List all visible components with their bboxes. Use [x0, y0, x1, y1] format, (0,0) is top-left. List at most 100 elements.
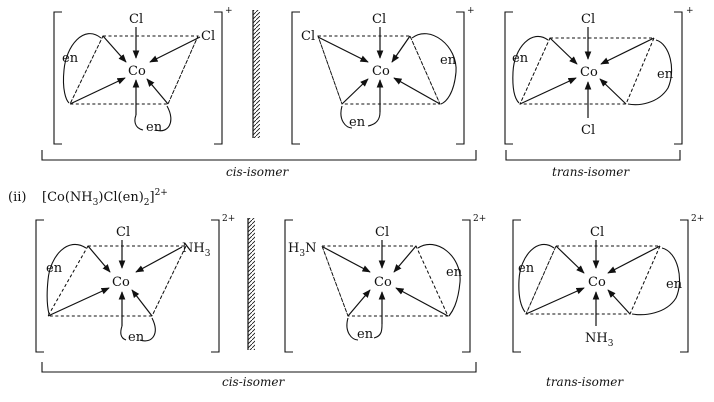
- en-chelate-curve: [120, 325, 127, 341]
- bracket-left: [35, 219, 44, 353]
- bond-arrow: [317, 36, 369, 63]
- caption-cis: cis-isomer: [226, 165, 289, 179]
- charge-label: +: [467, 6, 475, 16]
- ligand-cl: Cl: [201, 29, 215, 44]
- bond-arrow: [102, 35, 127, 63]
- bracket-right: [456, 11, 465, 145]
- bond-arrow: [391, 35, 411, 63]
- ligand-nh3: NH3: [182, 241, 211, 259]
- ligand-en: en: [62, 51, 79, 66]
- bond-arrow: [393, 77, 441, 105]
- row1-cis-structure-b: + Cl Cl Co en en: [291, 6, 475, 145]
- charge-label: +: [686, 6, 694, 16]
- metal-co: Co: [112, 275, 130, 290]
- caption-cis: cis-isomer: [222, 375, 285, 389]
- en-chelate-curve: [155, 105, 172, 132]
- complex-formula: [Co(NH3)Cl(en)2]2+: [42, 188, 168, 208]
- bracket-left: [504, 11, 513, 145]
- bracket-right: [211, 219, 220, 353]
- en-chelate-curve: [134, 114, 144, 131]
- ligand-nh3: NH3: [585, 331, 614, 349]
- bracket-left: [53, 11, 62, 145]
- row2-cis-structure-b: 2+ Cl H3N Co en en: [284, 214, 486, 353]
- ligand-cl: Cl: [129, 12, 143, 27]
- bond-arrow: [600, 37, 655, 65]
- bond-arrow: [347, 289, 371, 317]
- section-number: (ii): [8, 190, 26, 205]
- charge-label: 2+: [222, 214, 235, 224]
- ligand-en: en: [146, 120, 163, 135]
- row2-cis-structure-a: 2+ Cl NH3 Co en en: [35, 214, 235, 353]
- bond-arrow: [87, 245, 111, 273]
- caption-trans: trans-isomer: [546, 375, 624, 389]
- mirror-plane: [253, 10, 260, 138]
- bond-arrow: [146, 78, 169, 105]
- row1-cis-structure-a: + Cl Cl Co en en: [53, 6, 233, 145]
- ligand-en: en: [657, 67, 674, 82]
- en-chelate-curve: [631, 247, 681, 316]
- bond-arrow: [393, 245, 417, 273]
- bracket-left: [512, 219, 521, 353]
- charge-label: 2+: [473, 214, 486, 224]
- bracket-right: [462, 219, 471, 353]
- en-chelate-curve: [518, 243, 555, 313]
- bond-arrow: [135, 246, 183, 273]
- bracket-right: [674, 11, 683, 145]
- bracket-right: [680, 219, 689, 353]
- ligand-en: en: [349, 115, 366, 130]
- en-chelate-curve: [139, 317, 156, 342]
- ligand-en: en: [128, 330, 145, 345]
- ligand-en: en: [440, 53, 457, 68]
- bond-arrow: [519, 77, 577, 105]
- en-chelate-curve: [627, 39, 673, 106]
- bond-arrow: [525, 287, 585, 315]
- ligand-en: en: [357, 327, 374, 342]
- ligand-cl: Cl: [301, 29, 315, 44]
- ligand-cl: Cl: [375, 225, 389, 240]
- en-chelate-curve: [417, 243, 461, 317]
- en-chelate-curve: [62, 33, 102, 104]
- en-chelate-curve: [340, 105, 353, 129]
- ligand-cl: Cl: [581, 123, 595, 138]
- bond-arrow: [549, 37, 578, 65]
- cis-group-bracket: [41, 362, 477, 373]
- bracket-left: [291, 11, 300, 145]
- caption-trans: trans-isomer: [552, 165, 630, 179]
- ligand-cl: Cl: [372, 12, 386, 27]
- mirror-plane: [248, 218, 255, 350]
- en-chelate-curve: [373, 323, 383, 339]
- charge-label: +: [225, 6, 233, 16]
- metal-co: Co: [580, 65, 598, 80]
- bracket-left: [284, 219, 293, 353]
- bond-arrow: [47, 287, 110, 317]
- en-chelate-curve: [367, 111, 381, 127]
- ligand-en: en: [512, 51, 529, 66]
- bond-arrow: [149, 36, 201, 63]
- row2-trans-structure: 2+ Cl NH3 Co en en: [512, 214, 704, 353]
- trans-group-bracket: [505, 150, 681, 161]
- en-chelate-curve: [411, 33, 457, 105]
- bond-arrow: [599, 78, 627, 105]
- cis-group-bracket: [41, 150, 477, 161]
- bond-arrow: [341, 78, 369, 105]
- charge-label: 2+: [691, 214, 704, 224]
- bond-arrow: [131, 289, 153, 317]
- ligand-cl: Cl: [581, 12, 595, 27]
- ligand-cl: Cl: [116, 225, 130, 240]
- en-chelate-curve: [512, 35, 549, 104]
- ligand-cl: Cl: [590, 225, 604, 240]
- en-chelate-curve: [46, 243, 87, 315]
- section-ii-header: (ii) [Co(NH3)Cl(en)2]2+: [8, 188, 168, 208]
- row1-trans-structure: + Cl Cl Co en en: [504, 6, 694, 145]
- bond-arrow: [322, 246, 371, 273]
- ligand-en: en: [46, 261, 63, 276]
- bond-arrow: [555, 245, 585, 274]
- metal-co: Co: [372, 64, 390, 79]
- en-chelate-curve: [346, 317, 359, 341]
- metal-co: Co: [128, 64, 146, 79]
- bond-arrow: [69, 77, 126, 105]
- bracket-right: [214, 11, 223, 145]
- metal-co: Co: [588, 275, 606, 290]
